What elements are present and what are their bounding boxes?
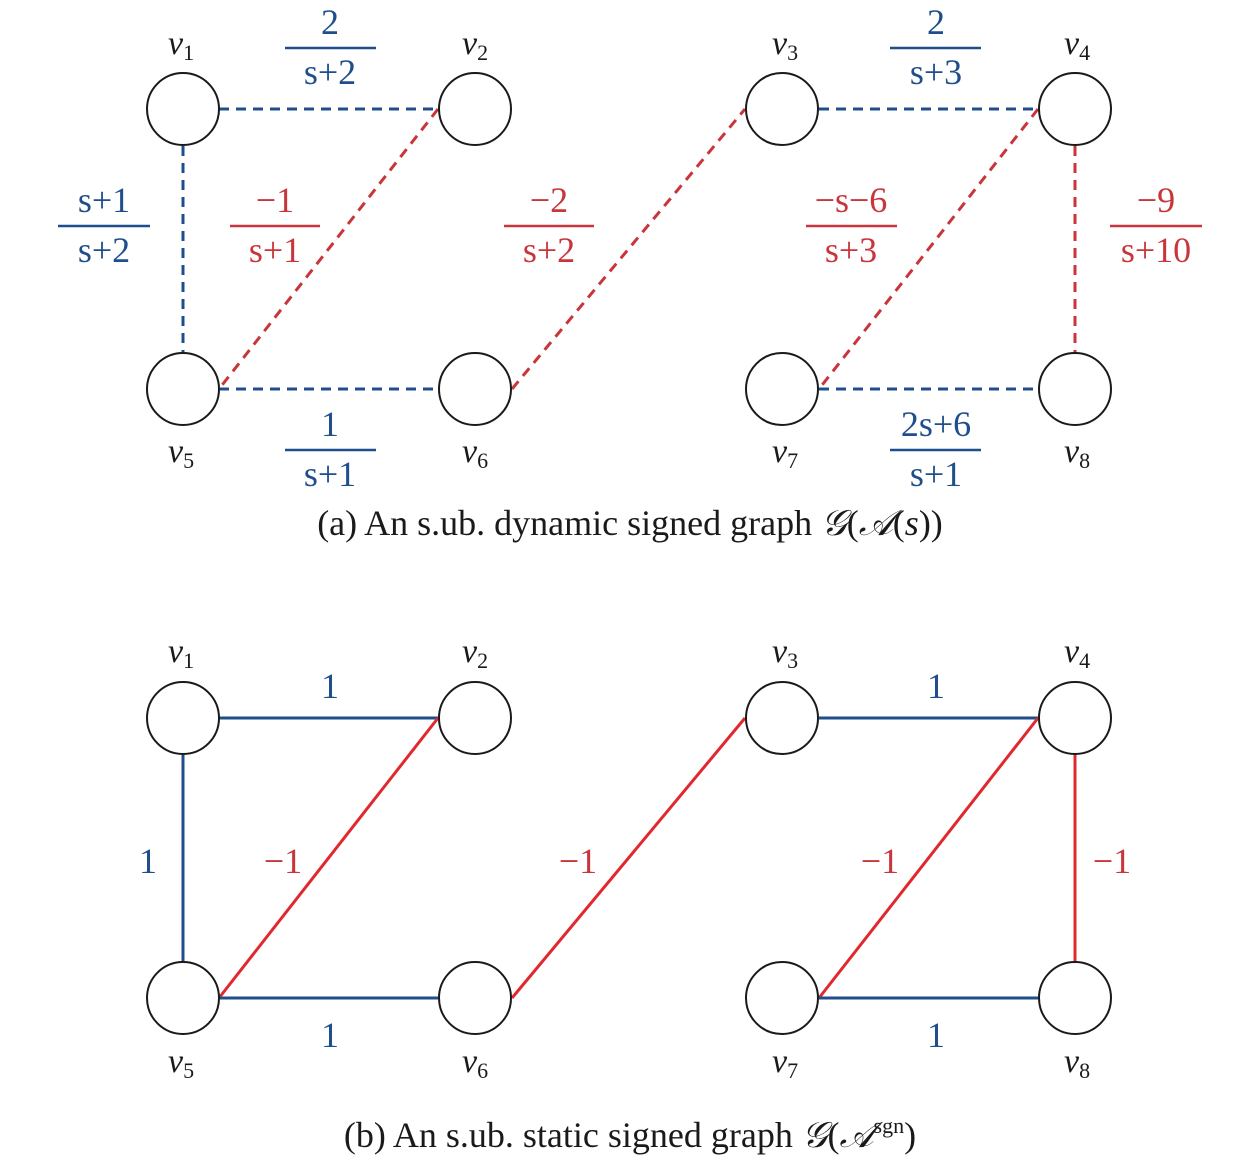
weight-a-v4-v7-numerator: −s−6 — [815, 180, 888, 220]
graph-b-node-labels: v1 v2 v3 v4 v5 v6 v7 v8 — [168, 633, 1090, 1083]
node-b-v4 — [1038, 681, 1112, 755]
graph-a-edges — [181, 107, 1077, 391]
weight-b-v5-v6: 1 — [321, 1015, 339, 1055]
weight-a-v6-v3-denominator: s+2 — [523, 230, 575, 270]
graph-b: v1 v2 v3 v4 v5 v6 v7 v8 1 1 −1 1 −1 1 −1… — [139, 633, 1131, 1156]
weight-b-v6-v3: −1 — [559, 841, 597, 881]
node-a-v1 — [146, 72, 220, 146]
node-b-v8 — [1038, 961, 1112, 1035]
node-label-a-v4: v4 — [1064, 25, 1090, 65]
node-b-v6 — [438, 961, 512, 1035]
node-label-b-v4: v4 — [1064, 633, 1090, 673]
weight-a-v1-v5: s+1 s+2 — [58, 180, 150, 270]
node-b-v1 — [146, 681, 220, 755]
node-label-b-v7: v7 — [772, 1043, 798, 1083]
node-label-a-v8: v8 — [1064, 433, 1090, 473]
weight-a-v3-v4: 2 s+3 — [890, 2, 981, 92]
node-b-v7 — [745, 961, 819, 1035]
caption-a: (a) An s.ub. dynamic signed graph 𝒢(𝒜(s)… — [317, 503, 943, 544]
edge-b-v2-v5 — [217, 717, 440, 999]
graph-a-node-labels: v1 v2 v3 v4 v5 v6 v7 v8 — [168, 25, 1090, 473]
weight-b-v4-v8: −1 — [1093, 841, 1131, 881]
node-label-a-v5: v5 — [168, 433, 194, 473]
graph-a-nodes — [146, 72, 1112, 426]
weight-a-v2-v5: −1 s+1 — [230, 180, 320, 270]
graph-b-edge-weights: 1 1 −1 1 −1 1 −1 −1 1 — [139, 666, 1131, 1055]
node-a-v3 — [745, 72, 819, 146]
graph-a: v1 v2 v3 v4 v5 v6 v7 v8 2 s+2 s+1 s+2 — [58, 2, 1202, 544]
weight-a-v7-v8-numerator: 2s+6 — [901, 404, 971, 444]
weight-a-v4-v7-denominator: s+3 — [825, 230, 877, 270]
node-label-b-v6: v6 — [462, 1043, 488, 1083]
node-label-b-v1: v1 — [168, 633, 194, 673]
node-label-a-v6: v6 — [462, 433, 488, 473]
edge-a-v2-v5 — [217, 108, 440, 390]
caption-b: (b) An s.ub. static signed graph 𝒢(𝒜sgn) — [344, 1113, 916, 1156]
node-a-v6 — [438, 352, 512, 426]
weight-a-v5-v6: 1 s+1 — [285, 404, 376, 494]
weight-a-v3-v4-denominator: s+3 — [910, 52, 962, 92]
node-label-b-v3: v3 — [772, 633, 798, 673]
weight-b-v1-v5: 1 — [139, 841, 157, 881]
edge-b-v4-v7 — [817, 717, 1040, 999]
node-label-b-v8: v8 — [1064, 1043, 1090, 1083]
node-b-v2 — [438, 681, 512, 755]
weight-a-v1-v2-numerator: 2 — [321, 2, 339, 42]
weight-a-v7-v8: 2s+6 s+1 — [890, 404, 981, 494]
node-label-a-v2: v2 — [462, 25, 488, 65]
weight-b-v7-v8: 1 — [927, 1015, 945, 1055]
node-a-v5 — [146, 352, 220, 426]
weight-a-v4-v8: −9 s+10 — [1110, 180, 1202, 270]
weight-a-v2-v5-numerator: −1 — [256, 180, 294, 220]
weight-a-v1-v5-denominator: s+2 — [78, 230, 130, 270]
graph-b-nodes — [146, 681, 1112, 1035]
graph-b-edges — [181, 716, 1077, 1000]
weight-a-v4-v8-numerator: −9 — [1137, 180, 1175, 220]
weight-a-v6-v3-numerator: −2 — [530, 180, 568, 220]
weight-a-v1-v5-numerator: s+1 — [78, 180, 130, 220]
weight-b-v1-v2: 1 — [321, 666, 339, 706]
weight-a-v3-v4-numerator: 2 — [927, 2, 945, 42]
node-a-v4 — [1038, 72, 1112, 146]
weight-a-v2-v5-denominator: s+1 — [249, 230, 301, 270]
weight-a-v1-v2-denominator: s+2 — [304, 52, 356, 92]
node-a-v8 — [1038, 352, 1112, 426]
node-label-a-v7: v7 — [772, 433, 798, 473]
weight-a-v4-v7: −s−6 s+3 — [806, 180, 897, 270]
node-b-v3 — [745, 681, 819, 755]
weight-a-v7-v8-denominator: s+1 — [910, 454, 962, 494]
node-a-v7 — [745, 352, 819, 426]
weight-a-v1-v2: 2 s+2 — [285, 2, 376, 92]
weight-a-v5-v6-denominator: s+1 — [304, 454, 356, 494]
weight-a-v5-v6-numerator: 1 — [321, 404, 339, 444]
edge-b-v6-v3 — [510, 717, 747, 999]
graph-a-edge-weights: 2 s+2 s+1 s+2 −1 s+1 1 s+1 — [58, 2, 1202, 494]
weight-b-v4-v7: −1 — [861, 841, 899, 881]
node-label-a-v3: v3 — [772, 25, 798, 65]
node-label-b-v2: v2 — [462, 633, 488, 673]
node-label-a-v1: v1 — [168, 25, 194, 65]
weight-b-v3-v4: 1 — [927, 666, 945, 706]
node-b-v5 — [146, 961, 220, 1035]
edge-a-v6-v3 — [510, 108, 747, 390]
node-label-b-v5: v5 — [168, 1043, 194, 1083]
edge-a-v4-v7 — [817, 108, 1040, 390]
weight-a-v4-v8-denominator: s+10 — [1121, 230, 1191, 270]
weight-a-v6-v3: −2 s+2 — [504, 180, 594, 270]
weight-b-v2-v5: −1 — [264, 841, 302, 881]
node-a-v2 — [438, 72, 512, 146]
